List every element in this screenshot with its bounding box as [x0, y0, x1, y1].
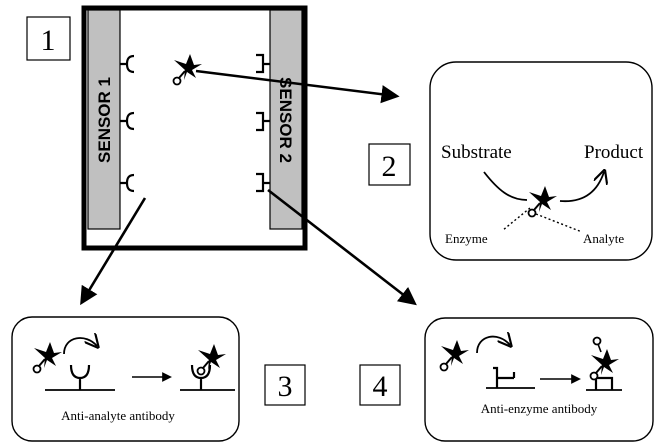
step-4-label: 4	[373, 370, 388, 403]
sensor-1-label: SENSOR 1	[95, 77, 114, 163]
complex-to-product-arrow	[559, 172, 604, 202]
arrow-to-panel-4	[267, 188, 417, 306]
analyte-glyph	[592, 336, 602, 346]
anti-analyte-antibody	[120, 54, 135, 74]
sensor-strip-1	[87, 9, 121, 230]
binding-curve-arrow	[476, 337, 510, 354]
sensor-2-label: SENSOR 2	[276, 77, 295, 163]
anti-analyte-antibody	[69, 364, 91, 390]
step-2-label: 2	[382, 150, 397, 183]
step-3-badge: 3	[264, 364, 306, 406]
step-4-badge: 4	[359, 364, 401, 406]
sensor-chip: SENSOR 1 SENSOR 2	[81, 5, 308, 251]
enzyme-label: Enzyme	[445, 231, 488, 246]
sensor-strip-2	[269, 9, 303, 230]
substrate-label: Substrate	[441, 142, 512, 163]
analyte-stem	[597, 343, 602, 353]
anti-analyte-antibody	[120, 173, 135, 193]
anti-enzyme-antibody	[594, 376, 614, 390]
anti-analyte-antibody	[190, 364, 212, 390]
step-1-badge: 1	[26, 16, 71, 61]
step-2-badge: 2	[368, 143, 411, 186]
anti-enzyme-antibody	[256, 53, 270, 74]
arrow-to-panel-2	[195, 69, 400, 104]
binding-curve-arrow	[63, 338, 97, 355]
product-label: Product	[584, 142, 644, 163]
arrow-to-panel-3	[80, 197, 147, 306]
panel-4-caption: Anti-enzyme antibody	[481, 401, 598, 416]
anti-enzyme-antibody	[256, 111, 270, 132]
analyte-pointer	[535, 213, 583, 233]
substrate-to-complex-curve	[483, 171, 528, 201]
enzyme-pointer	[502, 207, 531, 231]
panel-3-caption: Anti-analyte antibody	[61, 408, 175, 423]
anti-enzyme-antibody	[493, 366, 516, 388]
panel-2-enzyme-reaction: Substrate Product Enzyme Analyte	[429, 61, 653, 261]
step-1-label: 1	[41, 24, 56, 57]
anti-analyte-antibody	[120, 111, 135, 131]
step-3-label: 3	[278, 370, 293, 403]
anti-enzyme-antibody	[256, 172, 270, 193]
panel-3-anti-analyte: Anti-analyte antibody	[11, 316, 240, 442]
analyte-label: Analyte	[583, 231, 624, 246]
panel-4-anti-enzyme: Anti-enzyme antibody	[424, 317, 654, 442]
